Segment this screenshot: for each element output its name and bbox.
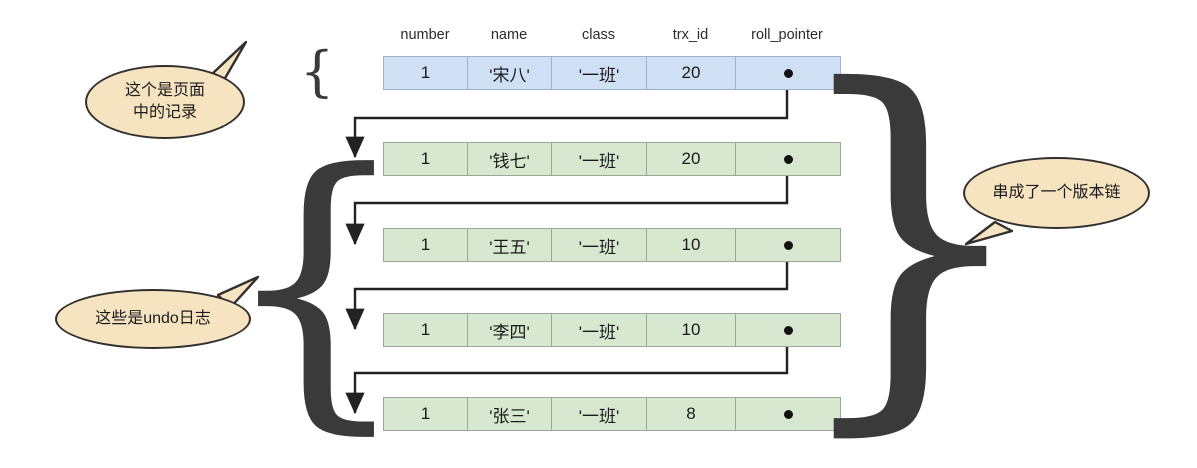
cell-roll-pointer [736,398,840,430]
cell-class: '一班' [552,143,647,175]
column-header-roll-pointer: roll_pointer [751,27,823,43]
cell-trx-id: 20 [647,143,736,175]
cell-class: '一班' [552,57,647,89]
cell-number: 1 [384,143,468,175]
cell-class: '一班' [552,314,647,346]
cell-roll-pointer [736,229,840,261]
cell-trx-id: 10 [647,314,736,346]
cell-number: 1 [384,398,468,430]
column-header-class: class [581,27,616,43]
cell-trx-id: 20 [647,57,736,89]
roll-pointer-dot-icon [783,325,793,335]
callout-undo-log-text: 这些是undo日志 [95,310,211,328]
table-row-undo-2[interactable]: 1 '王五' '一班' 10 [383,228,841,262]
callout-line-2: 中的记录 [132,104,197,121]
roll-pointer-dot-icon [783,68,793,78]
cell-trx-id: 8 [647,398,736,430]
brace-version-chain: } [784,7,1036,468]
cell-number: 1 [384,229,468,261]
cell-name: '李四' [468,314,552,346]
column-header-number: number [400,27,450,43]
table-row-undo-4[interactable]: 1 '张三' '一班' 8 [383,397,841,431]
brace-undo-group: { [220,110,412,459]
cell-roll-pointer [736,57,840,89]
cell-roll-pointer [736,143,840,175]
column-header-name: name [490,27,528,43]
cell-number: 1 [384,314,468,346]
column-header-trx-id: trx_id [672,27,709,43]
cell-name: '王五' [468,229,552,261]
callout-page-record-text: 这个是页面 中的记录 [125,80,205,123]
table-row-undo-3[interactable]: 1 '李四' '一班' 10 [383,313,841,347]
callout-undo-log[interactable]: 这些是undo日志 [55,289,251,349]
cell-roll-pointer [736,314,840,346]
callout-version-chain[interactable]: 串成了一个版本链 [963,157,1150,229]
callout-version-chain-text: 串成了一个版本链 [992,184,1121,202]
cell-trx-id: 10 [647,229,736,261]
diagram-canvas: number name class trx_id roll_pointer 1 … [55,7,1150,468]
roll-pointer-dot-icon [783,240,793,250]
callout-line-1: 这个是页面 [124,82,205,100]
cell-class: '一班' [552,398,647,430]
cell-number: 1 [384,57,468,89]
table-row-undo-1[interactable]: 1 '钱七' '一班' 20 [383,142,841,176]
cell-class: '一班' [552,229,647,261]
roll-pointer-dot-icon [783,409,793,419]
callout-page-record[interactable]: 这个是页面 中的记录 [85,65,245,139]
brace-page-record: { [299,40,335,103]
cell-name: '张三' [468,398,552,430]
cell-name: '钱七' [468,143,552,175]
roll-pointer-dot-icon [783,154,793,164]
cell-name: '宋八' [468,57,552,89]
table-row-page-record[interactable]: 1 '宋八' '一班' 20 [383,56,841,90]
